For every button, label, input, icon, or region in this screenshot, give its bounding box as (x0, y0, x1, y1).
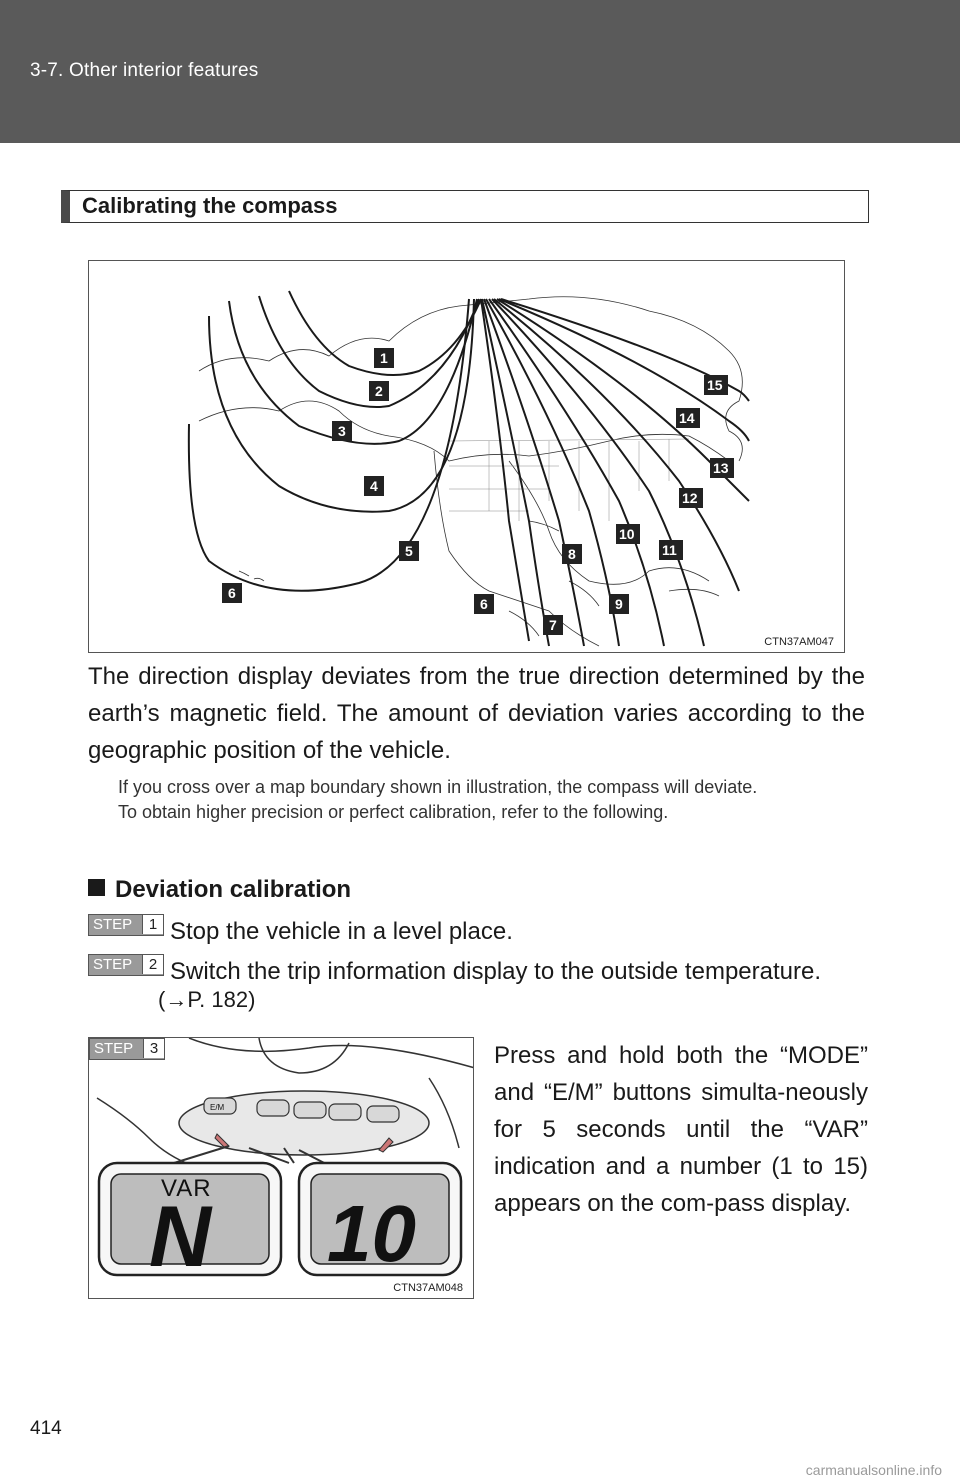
coastline (198, 296, 743, 647)
var-indicator: VAR (161, 1175, 212, 1202)
em-button-label: E/M (210, 1103, 225, 1112)
display-illustration: E/M (96, 1038, 473, 1277)
step-3-text: Press and hold both the “MODE” and “E/M”… (494, 1042, 868, 1217)
note-line: To obtain higher precision or perfect ca… (118, 802, 669, 822)
section-reference: 3-7. Other interior features (30, 60, 259, 81)
zone-labels: 1 2 3 4 5 6 6 7 8 9 10 11 12 13 14 15 (222, 348, 734, 635)
watermark: carmanualsonline.info (805, 1462, 942, 1478)
step-text: Switch the trip information display to t… (170, 958, 821, 985)
zone-label: 13 (713, 460, 729, 476)
body-paragraph: The direction display deviates from the … (88, 663, 865, 764)
page-reference: (→P. 182) (158, 987, 256, 1012)
note-line: If you cross over a map boundary shown i… (118, 777, 758, 797)
zone-label: 1 (380, 350, 388, 366)
zone-label: 3 (338, 423, 346, 439)
step-text: Stop the vehicle in a level place. (170, 918, 513, 945)
figure-code: CTN37AM047 (764, 636, 834, 648)
heading-letter: N (149, 1189, 212, 1285)
zone-label: 6 (228, 585, 236, 601)
zone-label: 7 (549, 617, 557, 633)
zone-label: 8 (568, 546, 576, 562)
zone-label: 11 (662, 542, 677, 558)
notes: If you cross over a map boundary shown i… (118, 775, 865, 825)
zone-label: 6 (480, 596, 488, 612)
zone-label: 2 (375, 383, 383, 399)
subheading-text: Deviation calibration (115, 876, 352, 903)
figure-code: CTN37AM048 (393, 1282, 463, 1294)
subheading: Deviation calibration (88, 876, 351, 904)
zone-label: 14 (679, 410, 695, 426)
zone-label: 12 (682, 490, 698, 506)
zone-label: 5 (405, 543, 413, 559)
magnetic-zone-map: 1 2 3 4 5 6 6 7 8 9 10 11 12 13 14 15 CT… (88, 260, 845, 653)
square-bullet-icon (88, 879, 105, 896)
zone-label: 4 (370, 478, 378, 494)
zone-label: 9 (615, 596, 623, 612)
section-title: Calibrating the compass (61, 190, 869, 223)
zone-number: 10 (327, 1189, 416, 1278)
zone-label: 10 (619, 526, 635, 542)
zone-label: 15 (707, 377, 723, 393)
page-number: 414 (30, 1418, 62, 1439)
header-band: 3-7. Other interior features (0, 0, 960, 143)
